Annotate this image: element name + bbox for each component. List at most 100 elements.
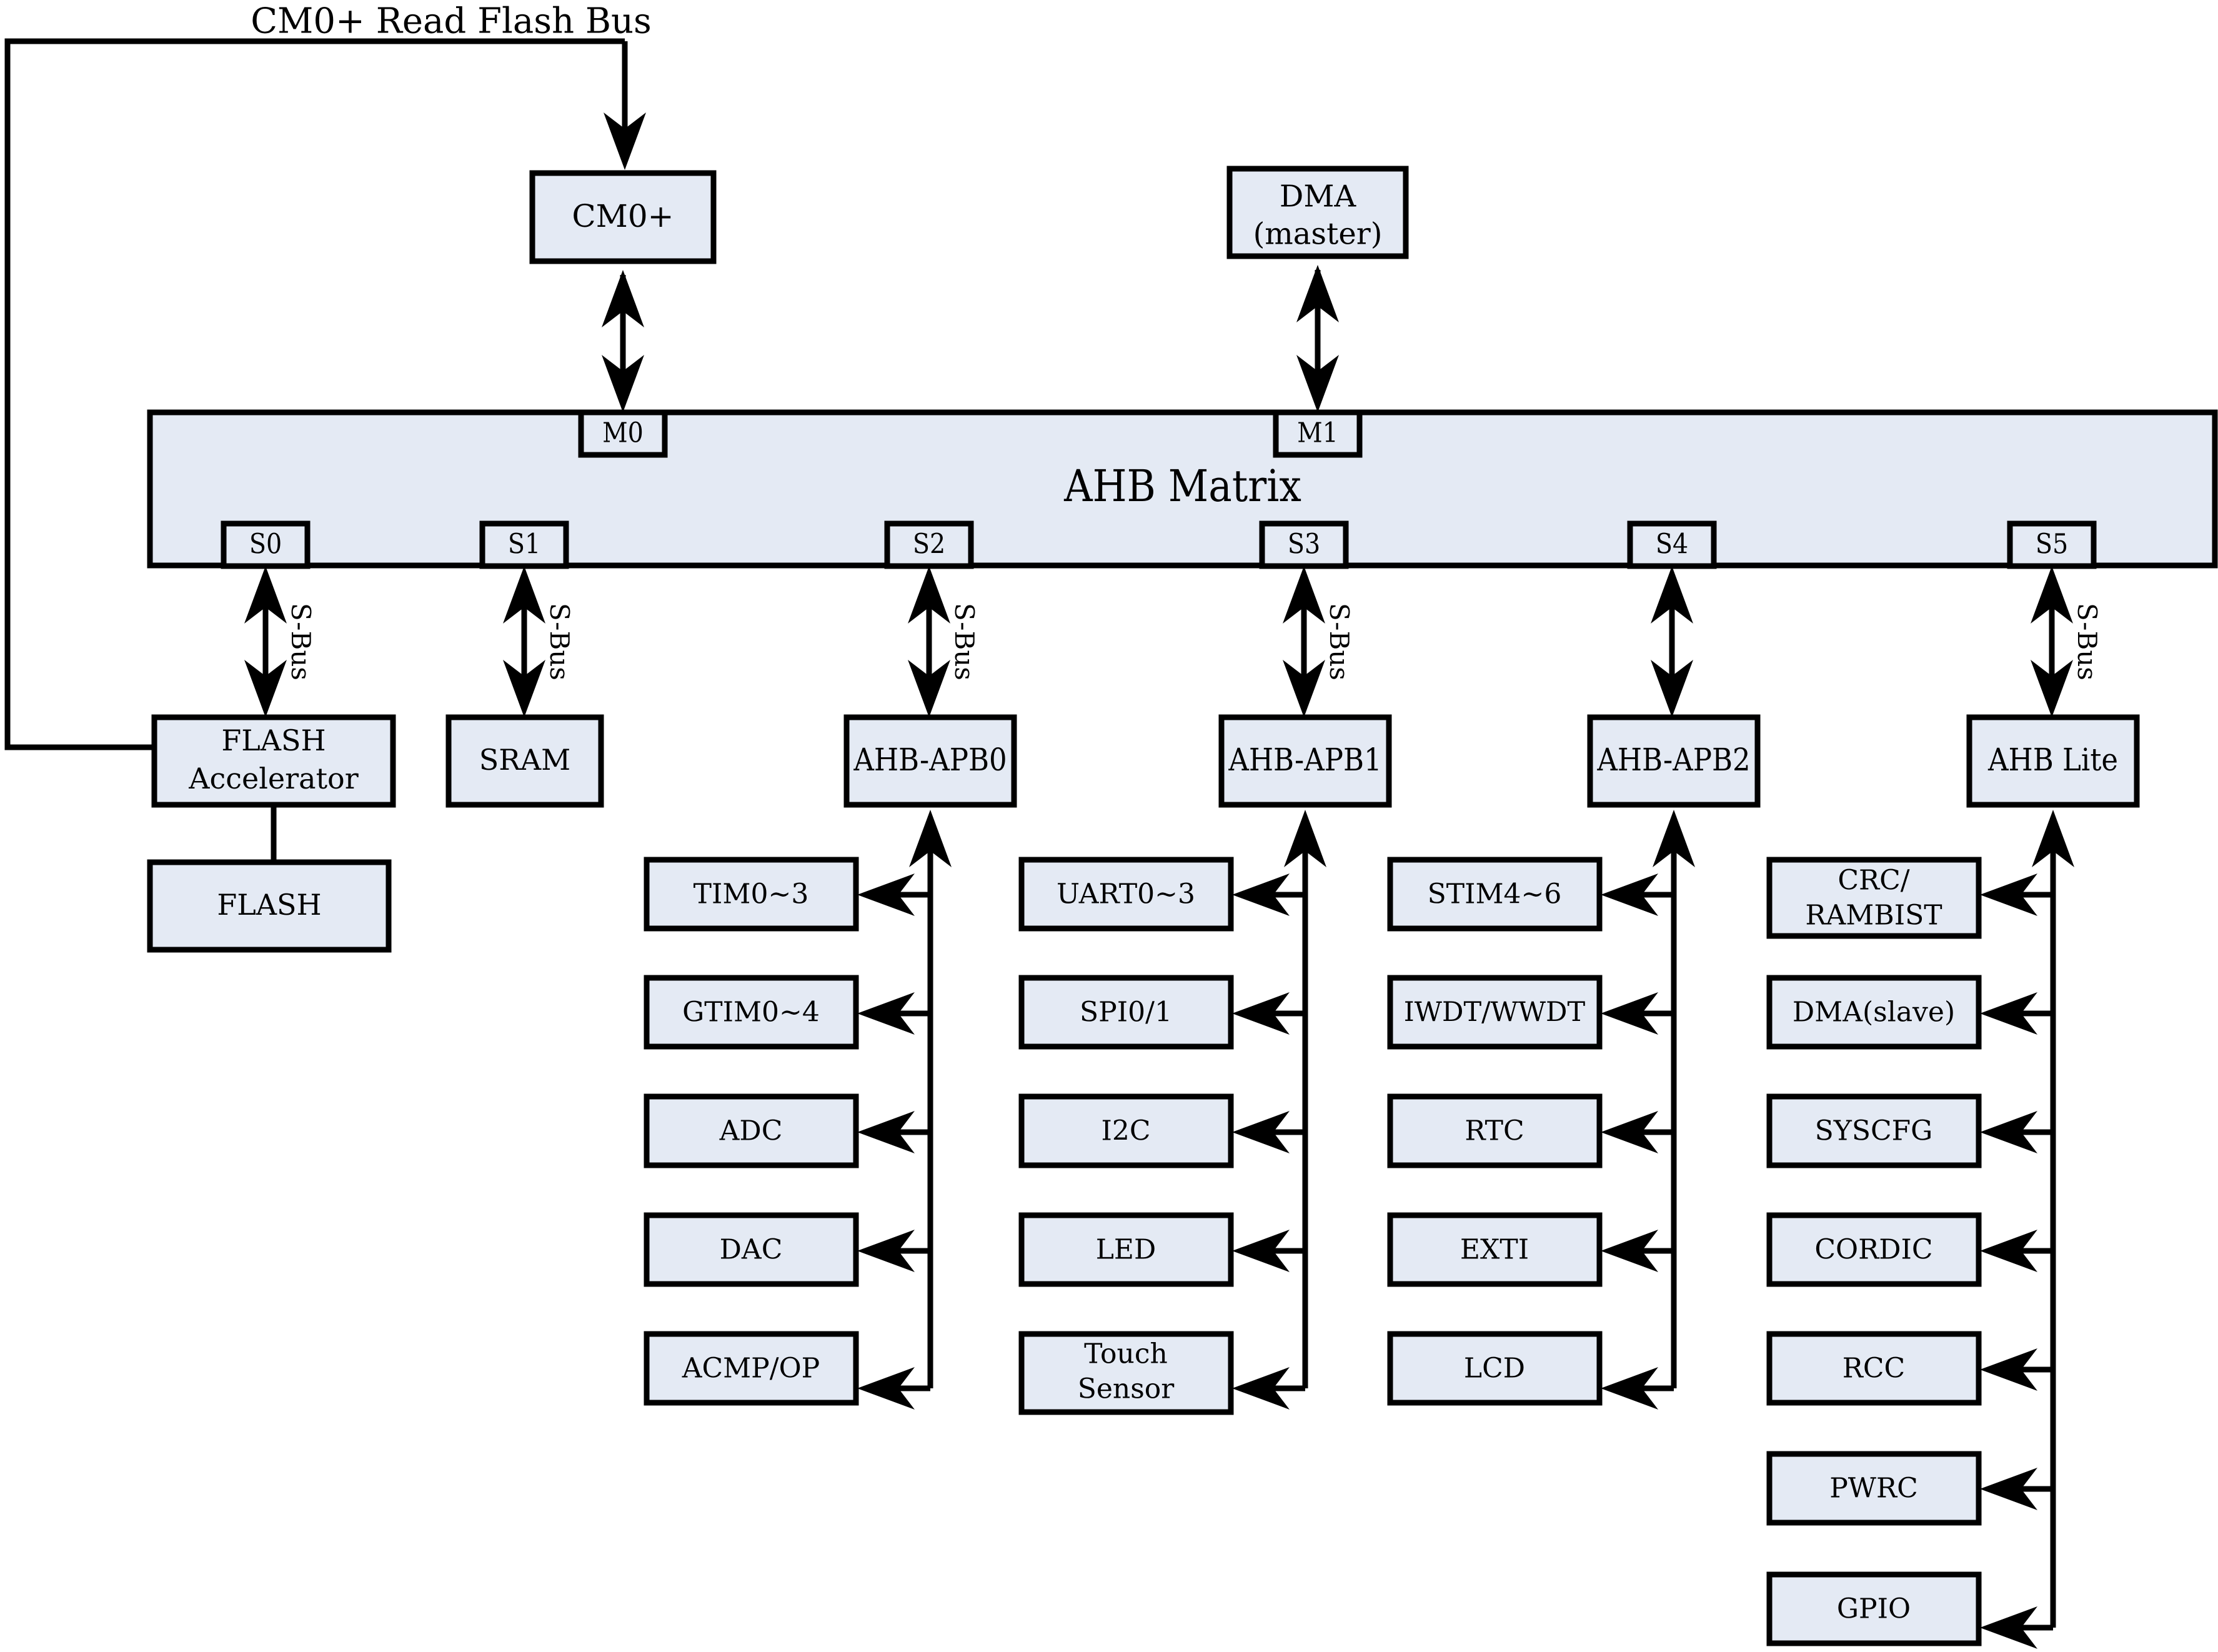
flash-accelerator-label-line1: FLASH <box>221 724 326 757</box>
matrix-port-s4[interactable]: S4 <box>1627 520 1717 569</box>
peripheral-label-uart0-3: UART0~3 <box>1057 878 1195 910</box>
peripheral-arrow-stim4-6 <box>1601 873 1674 916</box>
peripheral-block-led[interactable]: LED <box>1018 1212 1234 1287</box>
flash-accelerator-block[interactable]: FLASH Accelerator <box>151 714 396 808</box>
s-bus-label-s2: S-Bus <box>949 603 980 680</box>
peripheral-block-gpio[interactable]: GPIO <box>1766 1571 1982 1646</box>
matrix-port-s3[interactable]: S3 <box>1259 520 1349 569</box>
s-bus-link-s4 <box>1651 566 1693 717</box>
peripheral-block-exti[interactable]: EXTI <box>1387 1212 1603 1287</box>
peripheral-block-acmp-op[interactable]: ACMP/OP <box>644 1331 859 1406</box>
matrix-port-s2-label: S2 <box>913 529 945 560</box>
dma-master-block[interactable]: DMA (master) <box>1226 166 1409 259</box>
dma-master-to-m1-link <box>1296 265 1339 412</box>
peripheral-block-pwrc[interactable]: PWRC <box>1766 1451 1982 1526</box>
peripheral-bus-apb1 <box>1284 810 1326 1388</box>
peripheral-block-cordic[interactable]: CORDIC <box>1766 1212 1982 1287</box>
peripheral-label-pwrc: PWRC <box>1829 1473 1918 1505</box>
matrix-port-s4-label: S4 <box>1656 529 1688 560</box>
s-bus-link-s1: S-Bus <box>503 566 575 717</box>
peripheral-block-gtim0-4[interactable]: GTIM0~4 <box>644 975 859 1050</box>
sram-block[interactable]: SRAM <box>445 714 604 808</box>
peripheral-arrow-iwdt-wwdt <box>1601 992 1674 1035</box>
matrix-port-s2[interactable]: S2 <box>884 520 974 569</box>
cm0-read-flash-bus-drop <box>604 41 646 170</box>
peripheral-label-stim4-6: STIM4~6 <box>1428 878 1562 910</box>
peripheral-arrow-i2c <box>1232 1111 1305 1153</box>
s-bus-link-s3: S-Bus <box>1283 566 1355 717</box>
peripheral-block-i2c[interactable]: I2C <box>1018 1093 1234 1168</box>
cm0-read-flash-bus-label: CM0+ Read Flash Bus <box>251 1 652 42</box>
flash-accelerator-label-line2: Accelerator <box>188 762 359 795</box>
flash-block[interactable]: FLASH <box>147 859 392 953</box>
peripheral-block-syscfg[interactable]: SYSCFG <box>1766 1093 1982 1168</box>
peripheral-arrow-lcd <box>1601 1367 1674 1410</box>
peripheral-block-rtc[interactable]: RTC <box>1387 1093 1603 1168</box>
matrix-port-s1-label: S1 <box>508 529 540 560</box>
ahb-apb0-block[interactable]: AHB-APB0 <box>843 714 1017 808</box>
peripheral-arrow-spi0-1 <box>1232 992 1305 1035</box>
peripheral-label-gpio: GPIO <box>1837 1593 1911 1625</box>
cm0-to-m0-link <box>602 270 644 412</box>
peripheral-label-iwdt-wwdt: IWDT/WWDT <box>1404 997 1586 1028</box>
peripheral-block-spi0-1[interactable]: SPI0/1 <box>1018 975 1234 1050</box>
ahb-lite-block[interactable]: AHB Lite <box>1966 714 2140 808</box>
s-bus-label-s5: S-Bus <box>2072 603 2102 680</box>
peripheral-label-rtc: RTC <box>1465 1115 1524 1147</box>
peripheral-arrow-acmp-op <box>857 1367 930 1410</box>
peripheral-label-touch-sensor-line1: Touch <box>1084 1338 1168 1370</box>
peripheral-arrow-crc-rambist <box>1980 873 2053 916</box>
peripheral-block-crc-rambist[interactable]: CRC/ RAMBIST <box>1766 857 1982 939</box>
ahb-matrix-block[interactable]: AHB Matrix <box>147 409 2218 569</box>
matrix-port-s3-label: S3 <box>1288 529 1320 560</box>
ahb-matrix-label: AHB Matrix <box>1063 460 1301 512</box>
cm0-block-label: CM0+ <box>572 198 674 234</box>
peripheral-bus-ahb-lite <box>2032 810 2074 1628</box>
peripheral-block-touch-sensor[interactable]: Touch Sensor <box>1018 1331 1234 1415</box>
matrix-port-s0-label: S0 <box>249 529 282 560</box>
peripheral-arrow-touch-sensor <box>1232 1367 1305 1410</box>
peripheral-label-rcc: RCC <box>1843 1353 1905 1385</box>
peripheral-arrow-syscfg <box>1980 1111 2053 1153</box>
matrix-port-s5-label: S5 <box>2036 529 2068 560</box>
peripheral-arrow-tim0-3 <box>857 873 930 916</box>
peripheral-block-dma-slave[interactable]: DMA(slave) <box>1766 975 1982 1050</box>
matrix-port-s1[interactable]: S1 <box>479 520 569 569</box>
matrix-port-m1[interactable]: M1 <box>1273 409 1363 458</box>
peripheral-block-dac[interactable]: DAC <box>644 1212 859 1287</box>
ahb-apb2-block[interactable]: AHB-APB2 <box>1587 714 1761 808</box>
peripheral-arrow-cordic <box>1980 1230 2053 1272</box>
matrix-port-m1-label: M1 <box>1297 417 1338 449</box>
dma-master-label-line1: DMA <box>1280 179 1357 214</box>
s-bus-link-s2: S-Bus <box>908 566 980 717</box>
matrix-port-m0[interactable]: M0 <box>578 409 668 458</box>
cm0-block[interactable]: CM0+ <box>529 170 717 264</box>
peripheral-label-touch-sensor-line2: Sensor <box>1078 1373 1175 1405</box>
peripheral-label-gtim0-4: GTIM0~4 <box>682 997 820 1028</box>
s-bus-label-s3: S-Bus <box>1324 603 1355 680</box>
sram-label: SRAM <box>479 743 570 777</box>
peripheral-label-i2c: I2C <box>1101 1115 1150 1147</box>
ahb-apb1-block[interactable]: AHB-APB1 <box>1218 714 1392 808</box>
peripheral-block-uart0-3[interactable]: UART0~3 <box>1018 857 1234 932</box>
ahb-lite-label: AHB Lite <box>1987 742 2118 778</box>
peripheral-block-rcc[interactable]: RCC <box>1766 1331 1982 1406</box>
ahb-apb1-label: AHB-APB1 <box>1228 742 1381 778</box>
peripheral-arrow-dac <box>857 1230 930 1272</box>
matrix-port-m0-label: M0 <box>602 417 644 449</box>
peripheral-block-iwdt-wwdt[interactable]: IWDT/WWDT <box>1387 975 1603 1050</box>
peripheral-block-stim4-6[interactable]: STIM4~6 <box>1387 857 1603 932</box>
matrix-port-s5[interactable]: S5 <box>2007 520 2097 569</box>
peripheral-block-tim0-3[interactable]: TIM0~3 <box>644 857 859 932</box>
peripheral-arrow-gtim0-4 <box>857 992 930 1035</box>
peripheral-block-adc[interactable]: ADC <box>644 1093 859 1168</box>
peripheral-arrow-pwrc <box>1980 1468 2053 1510</box>
peripheral-block-lcd[interactable]: LCD <box>1387 1331 1603 1406</box>
peripheral-arrow-gpio <box>1980 1606 2053 1649</box>
peripheral-bus-apb2 <box>1653 810 1695 1388</box>
peripheral-label-cordic: CORDIC <box>1814 1234 1932 1266</box>
matrix-port-s0[interactable]: S0 <box>221 520 311 569</box>
peripheral-bus-apb0 <box>909 810 952 1388</box>
